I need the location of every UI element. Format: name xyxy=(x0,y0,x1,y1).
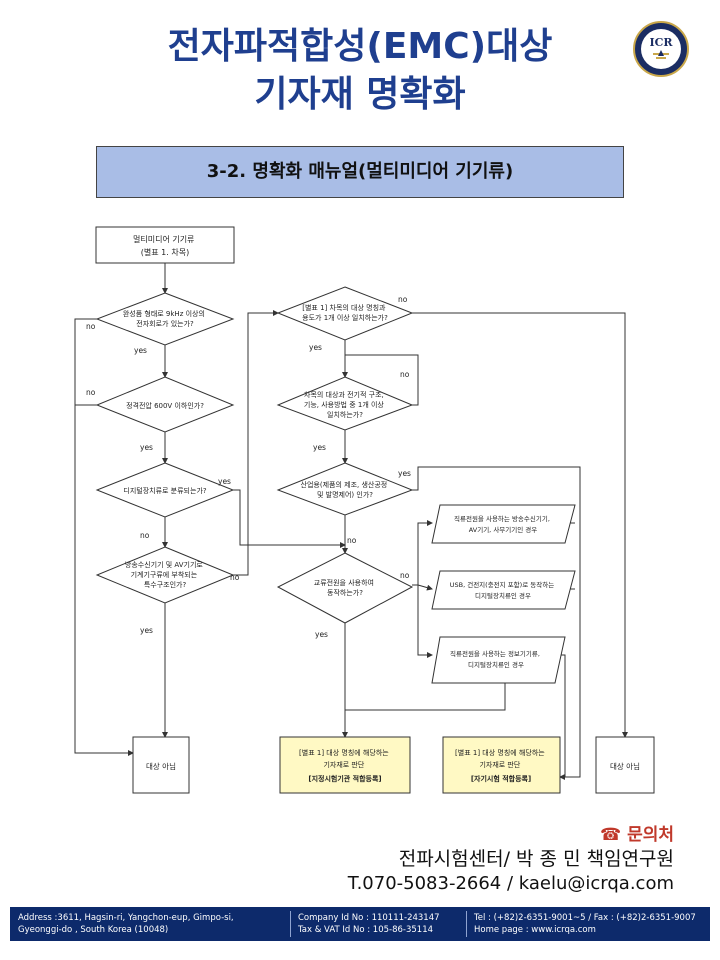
start-line1: 멀티미디어 기기류 xyxy=(133,234,194,244)
page-title-line2: 기자재 명확화 xyxy=(254,74,466,115)
d7-line2: 및 발명제어) 인가? xyxy=(317,490,373,499)
svg-text:USB, 건전지(충전지 포함)로 동작하는 디지털: USB, 건전지(충전지 포함)로 동작하는 디지털장치류인 경우 xyxy=(450,580,557,600)
label-no-d7: no xyxy=(347,536,357,545)
svg-text:[별표 1] 차목의 대상 명칭과 용도가 1개 이: [별표 1] 차목의 대상 명칭과 용도가 1개 이상 일치하는가? xyxy=(302,303,388,322)
label-yes-d7: yes xyxy=(398,469,411,478)
label-yes-d8: yes xyxy=(315,630,328,639)
svg-text:직류전원을 사용하는 정보기기류, 디지털장치류인: 직류전원을 사용하는 정보기기류, 디지털장치류인 경우 xyxy=(450,649,542,669)
p1-line1: 직류전원을 사용하는 방송수신기기, xyxy=(454,514,550,523)
label-yes-d1: yes xyxy=(134,346,147,355)
footer-divider xyxy=(290,911,291,937)
contact-heading: ☎ 문의처 xyxy=(600,820,674,845)
r3-line3: [자기시험 적합등록] xyxy=(471,774,531,783)
d5-line1: [별표 1] 차목의 대상 명칭과 xyxy=(302,303,386,312)
d3-line1: 디지털장치류로 분류되는가? xyxy=(123,486,207,495)
svg-text:산업용(제품의 제조, 생산공정 및 발명제어) 인: 산업용(제품의 제조, 생산공정 및 발명제어) 인가? xyxy=(301,480,390,499)
label-yes-d6: yes xyxy=(313,443,326,452)
footer-tel-fax: Tel : (+82)2-6351-9001~5 / Fax : (+82)2-… xyxy=(474,913,696,923)
d6-line3: 일치하는가? xyxy=(327,410,363,419)
footer-address: Address :3611, Hagsin-ri, Yangchon-eup, … xyxy=(18,912,234,936)
r3-line1: [별표 1] 대상 명칭에 해당하는 xyxy=(455,748,545,757)
footer-tax-id: Tax & VAT Id No : 105-86-35114 xyxy=(298,925,434,935)
label-yes-d4: yes xyxy=(140,626,153,635)
footer-address-line1: Address :3611, Hagsin-ri, Yangchon-eup, … xyxy=(18,913,234,923)
flowchart: 멀티미디어 기기류 (별표 1. 차목) 완성품 형태로 9kHz 이상의 전자… xyxy=(74,226,655,794)
footer-company: Company Id No : 110111-243147 Tax & VAT … xyxy=(298,912,440,936)
r4-label: 대상 아님 xyxy=(610,761,640,771)
svg-text:디지털장치류로 분류되는가?: 디지털장치류로 분류되는가? xyxy=(123,486,207,495)
d1-line1: 완성품 형태로 9kHz 이상의 xyxy=(123,309,205,318)
footer-address-line2: Gyeonggi-do , South Korea (10048) xyxy=(18,925,169,935)
svg-text:완성품 형태로 9kHz 이상의 전자회로가 있는가: 완성품 형태로 9kHz 이상의 전자회로가 있는가? xyxy=(123,309,207,328)
d1-line2: 전자회로가 있는가? xyxy=(136,319,194,328)
svg-text:차목의 대상과 전기적 구조, 기능, 사용방법 중: 차목의 대상과 전기적 구조, 기능, 사용방법 중 1개 이상 일치하는가? xyxy=(304,390,386,419)
contact-person: 전파시험센터/ 박 종 민 책임연구원 xyxy=(398,848,674,870)
d8-line1: 교류전원을 사용하여 xyxy=(314,578,374,587)
footer-homepage: Home page : www.icrqa.com xyxy=(474,925,596,935)
r2-line2: 기자재로 판단 xyxy=(323,760,364,769)
label-yes-d2: yes xyxy=(140,443,153,452)
phone-icon: ☎ xyxy=(599,825,628,845)
svg-text:멀티미디어 기기류 (별표 1. 차목): 멀티미디어 기기류 (별표 1. 차목) xyxy=(133,234,197,257)
r2-line3: [지정시험기관 적합등록] xyxy=(308,774,381,783)
d7-line1: 산업용(제품의 제조, 생산공정 xyxy=(301,480,388,489)
d2-line1: 정격전압 600V 이하인가? xyxy=(126,401,204,410)
page-title-line1: 전자파적합성(EMC)대상 xyxy=(167,26,553,67)
footer-contact: Tel : (+82)2-6351-9001~5 / Fax : (+82)2-… xyxy=(474,912,696,936)
svg-text:교류전원을 사용하여 동작하는가?: 교류전원을 사용하여 동작하는가? xyxy=(314,578,376,597)
footer-bar: Address :3611, Hagsin-ri, Yangchon-eup, … xyxy=(10,907,710,941)
svg-text:직류전원을 사용하는 방송수신기기, AV기기, 사: 직류전원을 사용하는 방송수신기기, AV기기, 사무기기인 경우 xyxy=(454,514,552,534)
p2-line2: 디지털장치류인 경우 xyxy=(475,591,531,600)
d8-line2: 동작하는가? xyxy=(327,588,363,597)
label-no-d2: no xyxy=(86,388,96,397)
p3-line2: 디지털장치류인 경우 xyxy=(468,660,524,669)
footer-divider xyxy=(466,911,467,937)
icr-logo: ICR xyxy=(633,21,689,77)
logo-text: ICR xyxy=(649,36,673,49)
label-yes-d3: yes xyxy=(218,477,231,486)
label-no-d3: no xyxy=(140,531,150,540)
label-no-d4: no xyxy=(230,573,240,582)
svg-text:[별표 1] 대상 명칭에 해당하는 기자재로 판단: [별표 1] 대상 명칭에 해당하는 기자재로 판단 [지정시험기관 적합등록] xyxy=(299,748,391,783)
svg-text:[별표 1] 대상 명칭에 해당하는 기자재로 판단: [별표 1] 대상 명칭에 해당하는 기자재로 판단 [자기시험 적합등록] xyxy=(455,748,547,783)
r2-line1: [별표 1] 대상 명칭에 해당하는 xyxy=(299,748,389,757)
contact-title: 문의처 xyxy=(627,825,674,845)
svg-text:정격전압 600V 이하인가?: 정격전압 600V 이하인가? xyxy=(126,401,204,410)
d4-line2: 기계기구류에 부착되는 xyxy=(131,570,198,579)
footer-company-id: Company Id No : 110111-243147 xyxy=(298,913,440,923)
r3-line2: 기자재로 판단 xyxy=(479,760,520,769)
p1-line2: AV기기, 사무기기인 경우 xyxy=(469,525,538,534)
start-line2: (별표 1. 차목) xyxy=(141,247,189,257)
p3-line1: 직류전원을 사용하는 정보기기류, xyxy=(450,649,540,658)
r1-label: 대상 아님 xyxy=(146,761,176,771)
contact-phone-email: T.070-5083-2664 / kaelu@icrqa.com xyxy=(347,873,674,894)
d4-line1: 방송수신기기 및 AV기기로 xyxy=(125,560,204,569)
svg-text:방송수신기기 및 AV기기로 기계기구류에 부착되는: 방송수신기기 및 AV기기로 기계기구류에 부착되는 특수구조인가? xyxy=(125,560,205,589)
label-no-d6: no xyxy=(400,370,410,379)
p2-line1: USB, 건전지(충전지 포함)로 동작하는 xyxy=(450,580,554,589)
label-no-d5: no xyxy=(398,295,408,304)
d6-line2: 기능, 사용방법 중 1개 이상 xyxy=(304,400,385,409)
label-yes-d5: yes xyxy=(309,343,322,352)
label-no-d1: no xyxy=(86,322,96,331)
d6-line1: 차목의 대상과 전기적 구조, xyxy=(304,390,384,399)
d5-line2: 용도가 1개 이상 일치하는가? xyxy=(302,313,388,322)
section-subtitle: 3-2. 명확화 매뉴얼(멀티미디어 기기류) xyxy=(96,146,624,198)
label-no-d8: no xyxy=(400,571,410,580)
d4-line3: 특수구조인가? xyxy=(144,580,187,589)
